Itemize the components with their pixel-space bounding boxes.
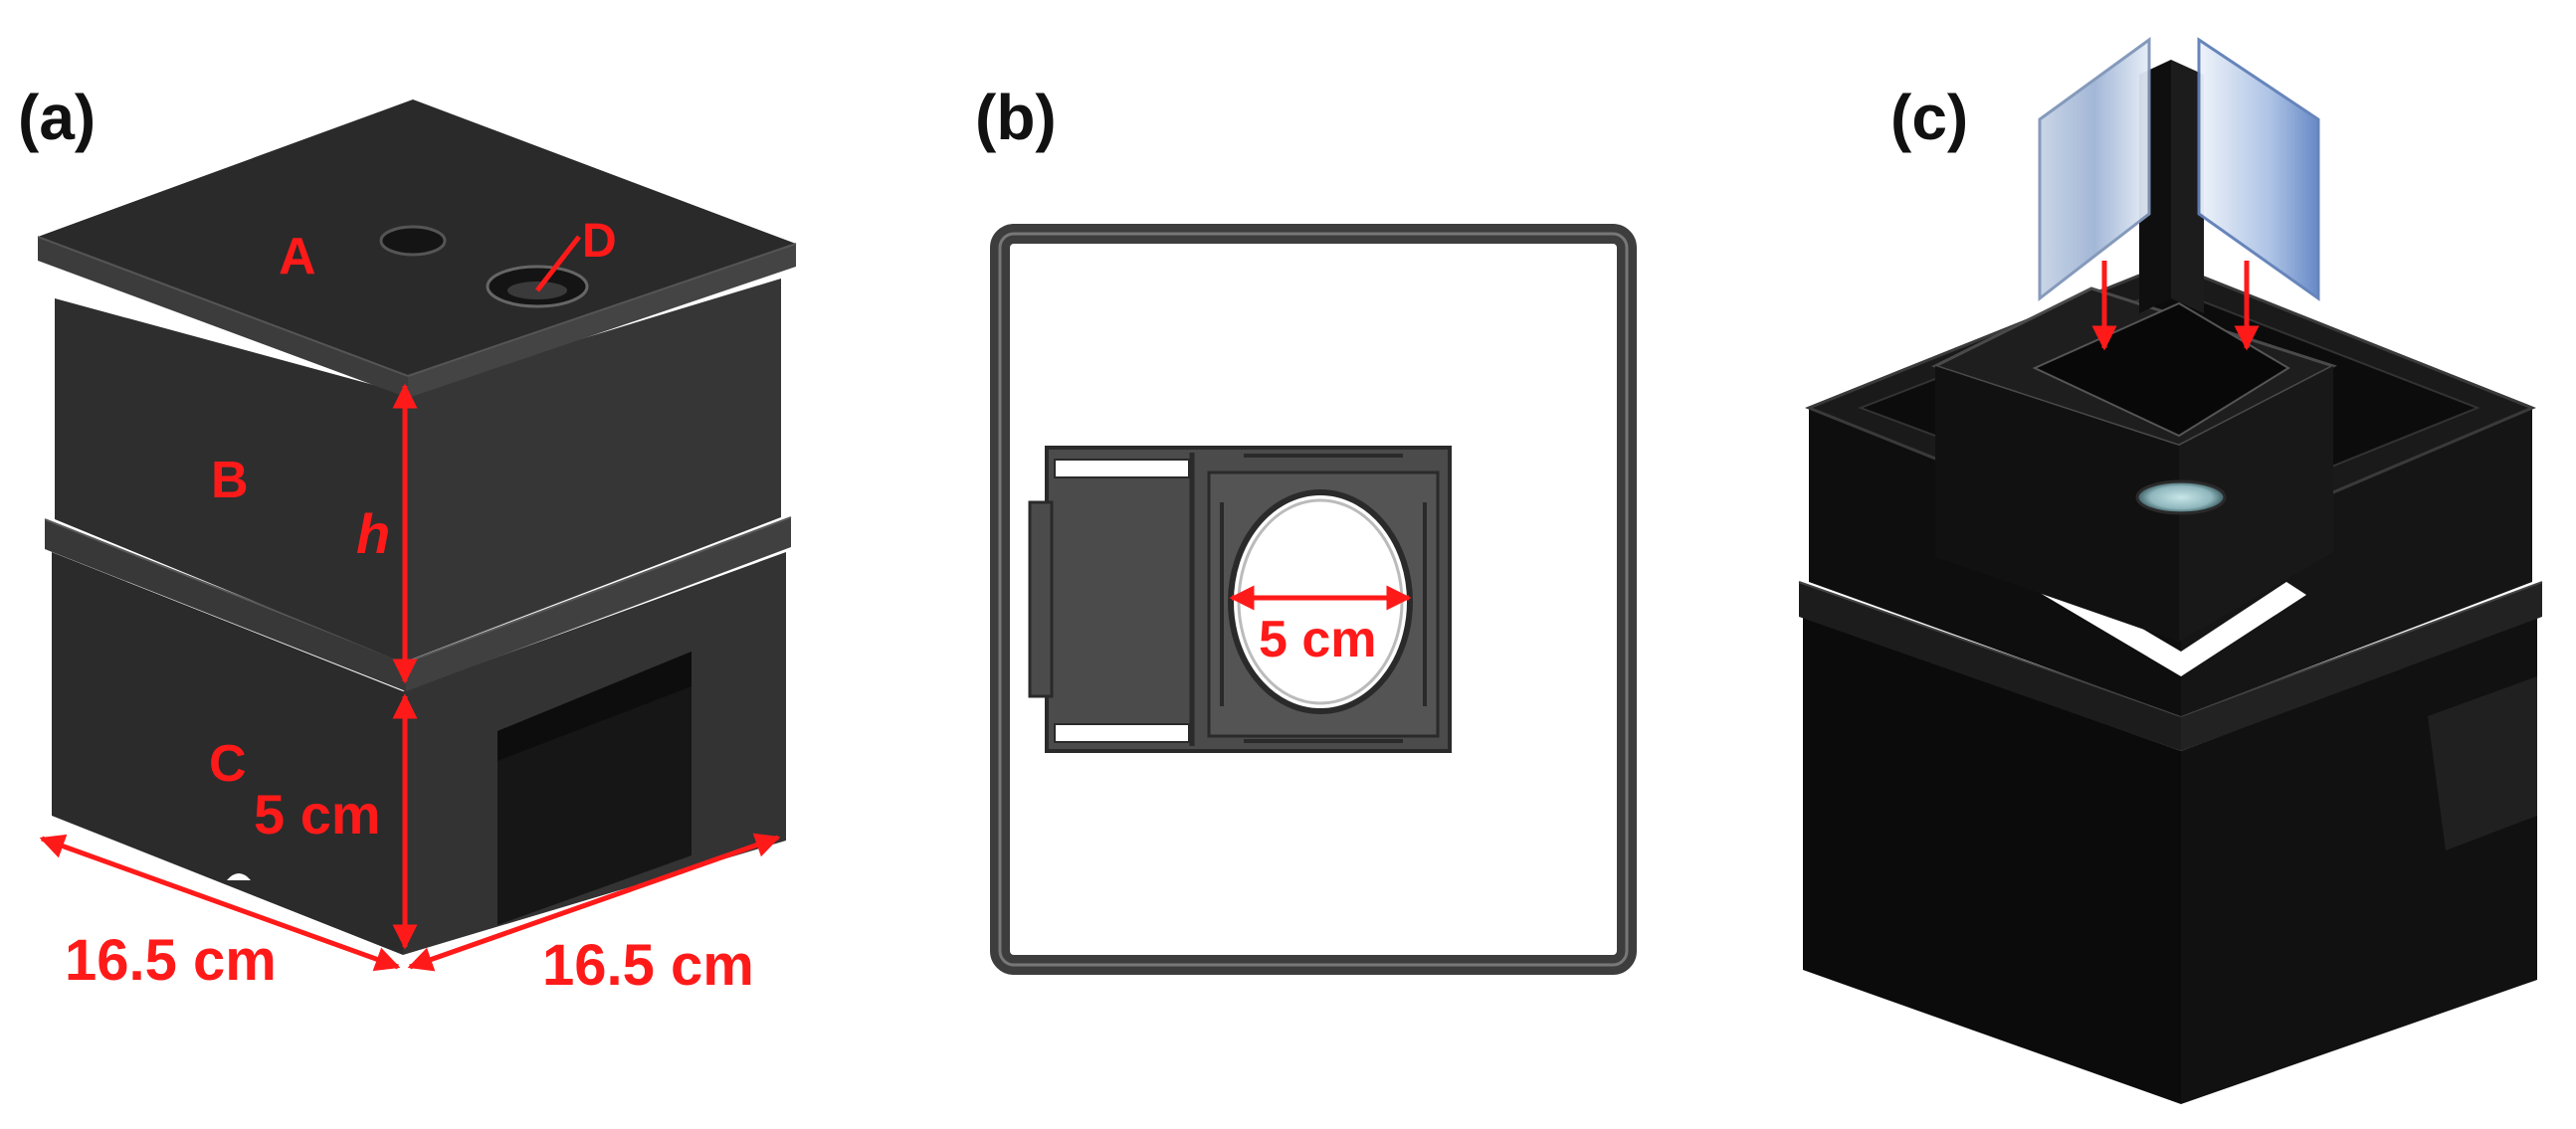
- panel-c: (c): [1798, 37, 2543, 1104]
- label-part-b: B: [211, 452, 249, 509]
- label-part-a: A: [279, 228, 316, 285]
- inner-holder: [1931, 60, 2337, 642]
- label-part-d: D: [582, 215, 617, 268]
- hole-d-leader-line: [535, 235, 581, 292]
- panel-b: (b) 5 cm: [975, 82, 1637, 975]
- lens: [2135, 479, 2227, 515]
- label-diameter: 5 cm: [1259, 611, 1377, 668]
- label-height-h: h: [356, 502, 390, 565]
- panel-b-label: (b): [975, 82, 1057, 153]
- box-middle-section: [55, 279, 781, 662]
- glass-slide-left: [2038, 37, 2151, 302]
- width-right-arrow: [407, 833, 781, 972]
- aperture-circle: [1228, 489, 1413, 714]
- width-left-arrow: [39, 834, 401, 972]
- label-width-left: 16.5 cm: [65, 928, 277, 993]
- panel-a: (a): [18, 82, 797, 998]
- panel-a-label: (a): [18, 82, 96, 153]
- box-top-lid: [37, 99, 797, 398]
- box-band: [44, 516, 792, 691]
- label-part-c: C: [209, 735, 247, 793]
- label-width-right: 16.5 cm: [542, 933, 754, 998]
- glass-slide-right: [2197, 37, 2320, 301]
- top-view-frame-outline: [998, 232, 1629, 967]
- panel-c-label: (c): [1890, 82, 1968, 153]
- label-leg-height: 5 cm: [254, 783, 381, 846]
